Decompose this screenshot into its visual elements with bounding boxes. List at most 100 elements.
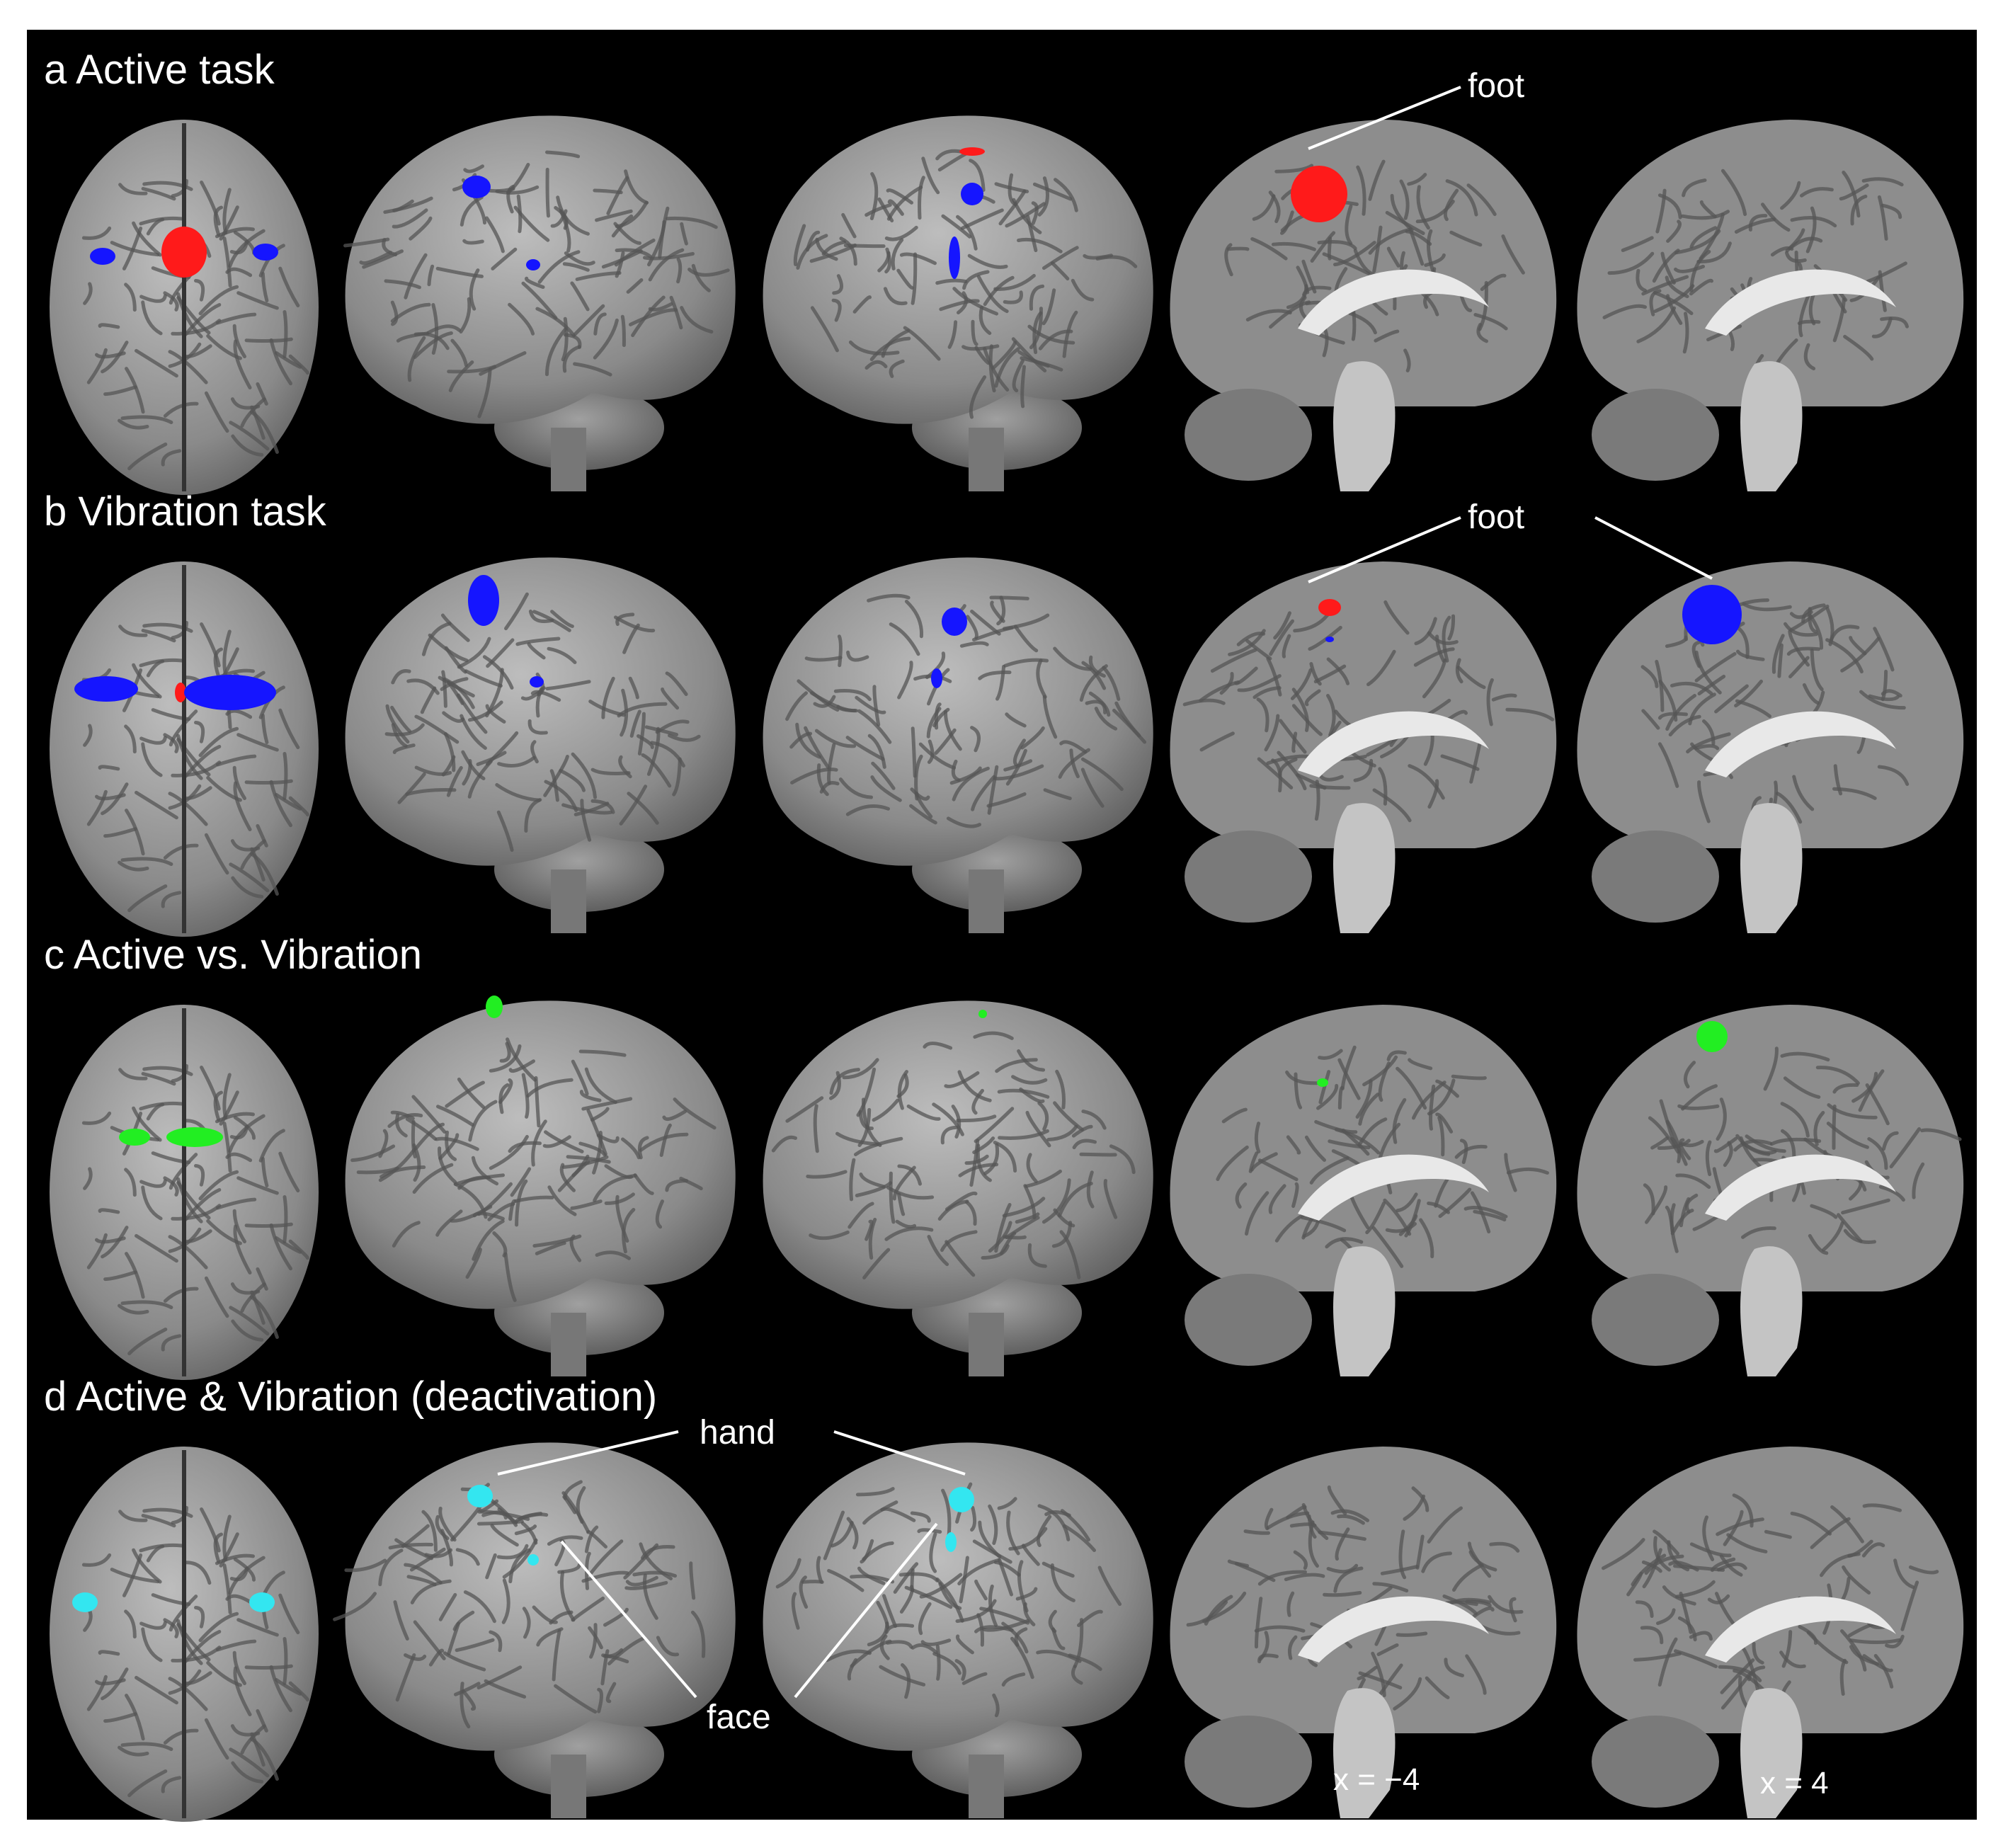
panel-a-sagL: [1156, 95, 1567, 491]
panel-b-sagL: [1156, 537, 1567, 933]
panel-d-latL: [324, 1422, 749, 1818]
figure: a Active task b Vibration task c Active …: [27, 30, 1977, 1822]
activation-cluster-1: [978, 1010, 987, 1018]
corpus-callosum: [1705, 269, 1896, 336]
activation-cluster-2: [530, 676, 544, 688]
activation-cluster-1: [74, 676, 138, 702]
activation-cluster-1: [1318, 599, 1341, 616]
brainstem: [551, 869, 586, 933]
corpus-callosum: [1298, 711, 1489, 777]
activation-cluster-1: [119, 1129, 150, 1146]
panel-b-top: [35, 537, 333, 937]
panel-d-sagR: [1563, 1422, 1974, 1818]
panel-d-latR: [742, 1422, 1167, 1818]
brain-render: [50, 120, 319, 495]
brainstem: [969, 428, 1004, 491]
corpus-callosum: [1298, 269, 1489, 336]
corpus-callosum: [1298, 1596, 1489, 1662]
activation-cluster-3: [184, 675, 276, 710]
activation-cluster-2: [1325, 637, 1334, 642]
cerebellum-slice: [1185, 1716, 1312, 1808]
activation-cluster-2: [961, 183, 983, 205]
brainstem-slice: [1333, 361, 1396, 491]
cerebellum-slice: [1185, 831, 1312, 923]
brainstem: [551, 1313, 586, 1376]
brain-render: [50, 1005, 319, 1380]
activation-cluster-2: [166, 1127, 223, 1147]
brain-render: [1577, 1005, 1964, 1376]
brain-render: [50, 1447, 319, 1822]
brain-lateral-view: [345, 557, 736, 866]
brain-render: [333, 1442, 736, 1818]
brain-render: [1170, 120, 1557, 491]
brainstem-slice: [1740, 361, 1803, 491]
activation-cluster-2: [249, 1592, 275, 1612]
panel-b-sagR: [1563, 537, 1974, 933]
cerebellum-slice: [1185, 389, 1312, 481]
brain-render: [345, 557, 736, 933]
activation-cluster-1: [1317, 1078, 1328, 1087]
panel-c-sagR: [1563, 980, 1974, 1376]
brain-render: [345, 996, 736, 1376]
foot-label-b: foot: [1468, 498, 1525, 536]
activation-cluster-1: [486, 996, 503, 1018]
activation-cluster-1: [1682, 585, 1742, 644]
activation-cluster-2: [527, 1554, 539, 1565]
brain-render: [1577, 1447, 1964, 1818]
brain-render: [763, 115, 1153, 491]
brain-render: [1577, 561, 1964, 933]
brain-render: [763, 1442, 1153, 1818]
brainstem: [969, 1755, 1004, 1818]
brain-render: [1170, 1005, 1557, 1376]
brainstem-slice: [1333, 1246, 1396, 1376]
brainstem: [551, 1755, 586, 1818]
activation-cluster-1: [468, 575, 499, 626]
cerebellum-slice: [1592, 1716, 1719, 1808]
cerebellum-slice: [1592, 389, 1719, 481]
brainstem-slice: [1740, 803, 1803, 933]
activation-cluster-1: [949, 1487, 974, 1512]
brain-render: [343, 115, 736, 491]
corpus-callosum: [1705, 1596, 1896, 1662]
panel-d-top: [35, 1422, 333, 1822]
panel-c-latL: [324, 980, 749, 1376]
activation-cluster-1: [1291, 166, 1347, 222]
brain-render: [763, 1000, 1153, 1376]
activation-cluster-1: [942, 608, 967, 636]
activation-cluster-3: [253, 244, 278, 261]
row-label-d: d Active & Vibration (deactivation): [44, 1374, 658, 1420]
brain-sagittal-slice: [1577, 120, 1964, 406]
panel-c-sagL: [1156, 980, 1567, 1376]
brainstem-slice: [1740, 1688, 1803, 1818]
brainstem: [969, 869, 1004, 933]
panel-c-latR: [742, 980, 1167, 1376]
slice-coord-left: x = −4: [1333, 1762, 1420, 1797]
brain-render: [50, 561, 319, 937]
panel-b-latR: [742, 537, 1167, 933]
panel-a-top: [35, 95, 333, 495]
activation-cluster-1: [959, 147, 985, 156]
corpus-callosum: [1705, 711, 1896, 777]
brainstem-slice: [1333, 803, 1396, 933]
activation-cluster-1: [90, 248, 115, 265]
brainstem-slice: [1740, 1246, 1803, 1376]
panel-a-latL: [324, 95, 749, 491]
brainstem: [969, 1313, 1004, 1376]
brain-lateral-view: [763, 1000, 1153, 1309]
brain-lateral-view: [345, 1000, 736, 1309]
corpus-callosum: [1705, 1154, 1896, 1221]
cerebellum-slice: [1592, 1274, 1719, 1366]
activation-cluster-2: [945, 1532, 957, 1552]
activation-cluster-3: [949, 236, 960, 279]
foot-label-a: foot: [1468, 67, 1525, 105]
row-label-c: c Active vs. Vibration: [44, 932, 423, 978]
brain-render: [763, 557, 1153, 933]
brain-render: [1577, 120, 1964, 491]
row-label-b: b Vibration task: [44, 489, 326, 535]
brain-lateral-view: [345, 1442, 736, 1751]
brain-lateral-view: [763, 557, 1153, 866]
cerebellum-slice: [1592, 831, 1719, 923]
activation-cluster-1: [462, 176, 491, 198]
corpus-callosum: [1298, 1154, 1489, 1221]
row-label-a: a Active task: [44, 47, 275, 93]
